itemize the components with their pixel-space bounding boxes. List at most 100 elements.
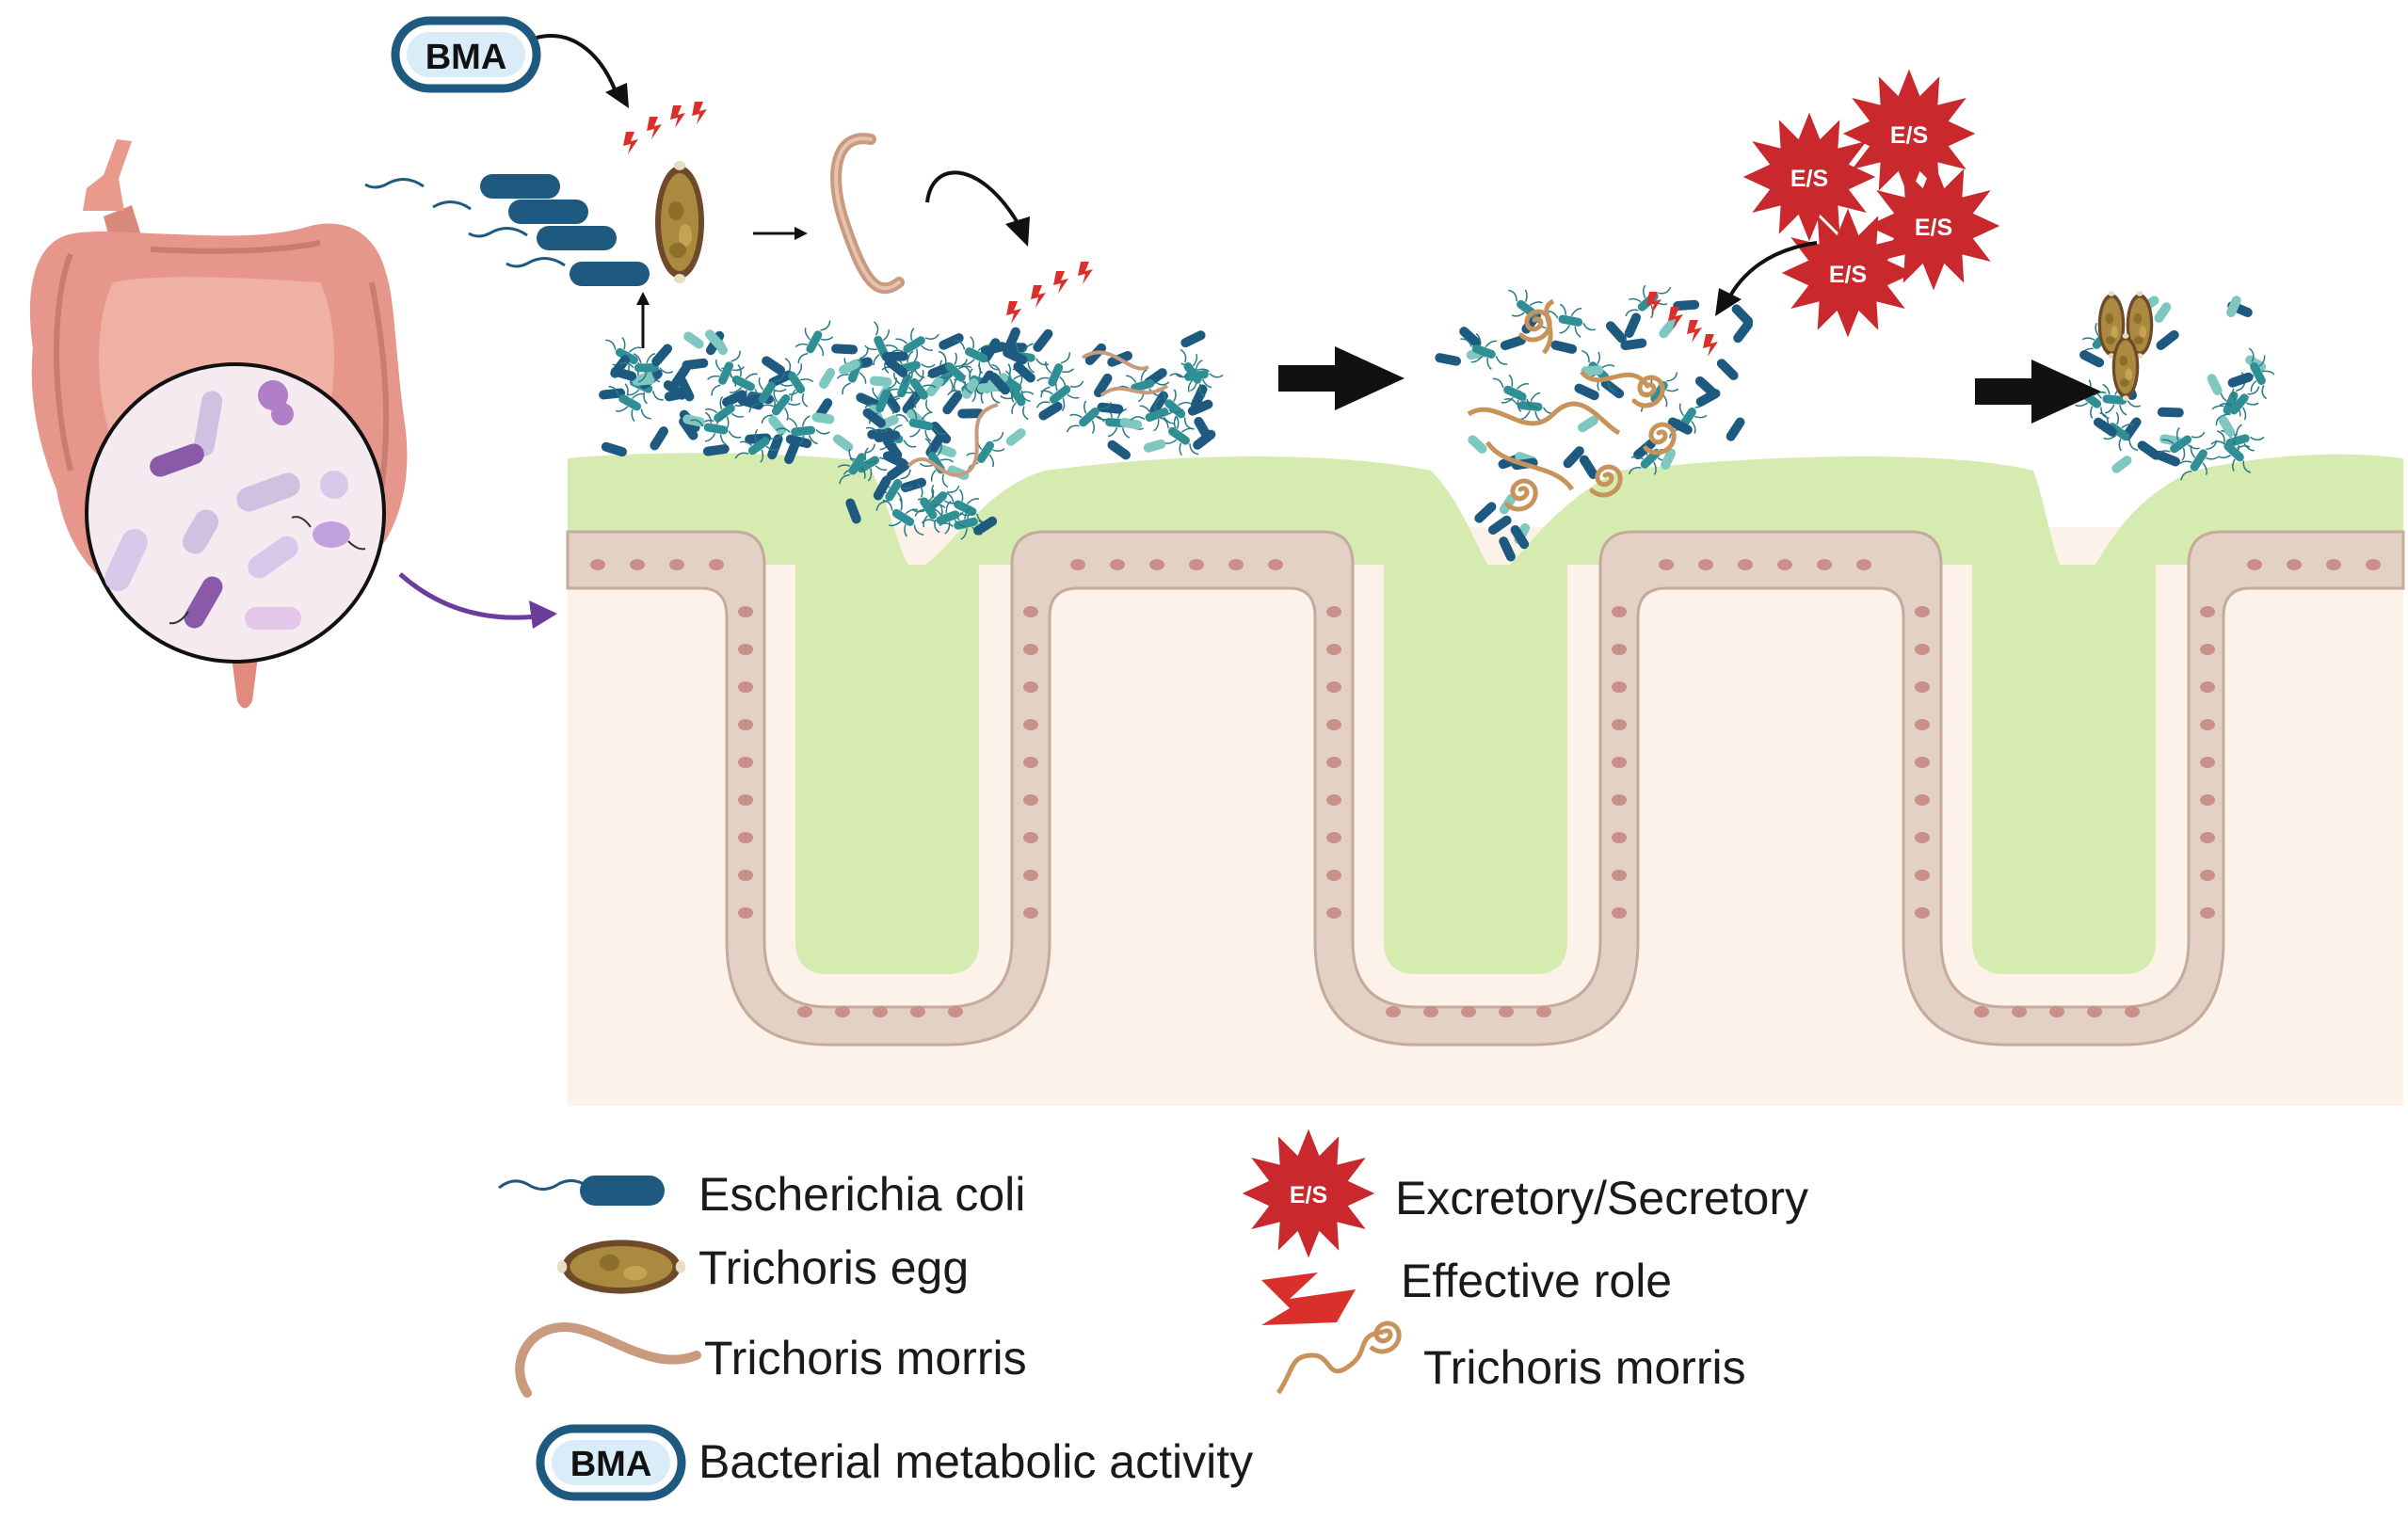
ecoli-stack <box>364 174 650 286</box>
legend-worm-larva-label: Trichoris morris <box>704 1332 1027 1384</box>
legend-item-bma: BMA Bacterial metabolic activity <box>536 1424 1253 1501</box>
cell-nucleus <box>2366 559 2381 570</box>
effect-bolts-top-1 <box>623 102 707 154</box>
cell-nucleus <box>1915 719 1930 730</box>
cell-nucleus <box>1110 559 1125 570</box>
legend-item-egg: Trichoris egg <box>556 1240 969 1294</box>
cell-nucleus <box>738 757 753 768</box>
legend-egg-label: Trichoris egg <box>698 1241 969 1294</box>
adult-worms-middle <box>1467 298 1674 509</box>
cell-nucleus <box>1326 870 1341 881</box>
cell-nucleus <box>1268 559 1283 570</box>
cell-nucleus <box>2326 559 2341 570</box>
cell-nucleus <box>1023 681 1038 693</box>
legend-item-effective: Effective role <box>1261 1255 1672 1325</box>
cell-nucleus <box>1659 559 1674 570</box>
trichuris-egg-top <box>655 161 704 283</box>
cell-nucleus <box>630 559 645 570</box>
cell-nucleus <box>1326 832 1341 843</box>
cell-nucleus <box>1612 757 1627 768</box>
cell-nucleus <box>1326 606 1341 617</box>
cell-nucleus <box>2125 1006 2140 1017</box>
cell-nucleus <box>1023 644 1038 655</box>
cell-nucleus <box>2087 1006 2102 1017</box>
commensal-bacterium <box>811 411 835 425</box>
cell-nucleus <box>1698 559 1713 570</box>
legend-item-worm-larva: Trichoris morris <box>515 1321 1027 1398</box>
cell-nucleus <box>2200 832 2215 843</box>
bma-badge: BMA <box>391 16 541 93</box>
cell-nucleus <box>1817 559 1832 570</box>
cell-nucleus <box>1023 606 1038 617</box>
cell-nucleus <box>1149 559 1164 570</box>
legend-bma-label: Bacterial metabolic activity <box>698 1435 1253 1488</box>
commensal-bacterium <box>869 376 893 388</box>
cell-nucleus <box>1386 1006 1401 1017</box>
bma-badge-text: BMA <box>425 38 507 77</box>
commensal-bacterium <box>1003 426 1028 448</box>
ecoli-cell <box>1031 327 1055 354</box>
ecoli-cell <box>1714 357 1741 383</box>
flagellated-bacterium <box>2232 343 2284 405</box>
commensal-bacterium <box>817 366 838 391</box>
cell-nucleus <box>738 832 753 843</box>
cell-nucleus <box>1326 907 1341 919</box>
ecoli-cell <box>937 331 966 352</box>
larva-arrow <box>925 170 1019 223</box>
cell-nucleus <box>1856 559 1871 570</box>
cell-nucleus <box>1326 644 1341 655</box>
cell-nucleus <box>1612 832 1627 843</box>
legend-effective-label: Effective role <box>1401 1255 1672 1307</box>
commensal-bacterium <box>2217 414 2238 439</box>
cell-nucleus <box>2200 794 2215 806</box>
es-arrow <box>1726 241 1818 302</box>
flagellated-bacterium <box>989 364 1044 426</box>
cell-nucleus <box>1915 606 1930 617</box>
flagellated-bacterium <box>1164 343 1221 404</box>
larva-worm <box>830 133 905 295</box>
cell-nucleus <box>2200 681 2215 693</box>
cell-nucleus <box>1612 870 1627 881</box>
es-star-label-2: E/S <box>1890 122 1928 149</box>
cell-nucleus <box>948 1006 963 1017</box>
commensal-bacterium <box>766 413 789 438</box>
cell-nucleus <box>2287 559 2302 570</box>
cell-nucleus <box>1612 644 1627 655</box>
eggs-right-cluster <box>2097 291 2154 401</box>
cell-nucleus <box>2200 719 2215 730</box>
commensal-bacterium <box>830 432 856 454</box>
cell-nucleus <box>738 907 753 919</box>
bma-arrow <box>536 34 618 95</box>
cell-nucleus <box>1915 644 1930 655</box>
es-star-label-1: E/S <box>1790 166 1828 192</box>
cell-nucleus <box>2247 559 2262 570</box>
legend-es-badge: E/S <box>1290 1182 1327 1208</box>
cell-nucleus <box>2200 757 2215 768</box>
cell-nucleus <box>1023 907 1038 919</box>
cell-nucleus <box>1326 719 1341 730</box>
ecoli-cell <box>899 476 928 494</box>
ecoli-cell <box>2078 348 2106 370</box>
cell-nucleus <box>1915 870 1930 881</box>
cell-nucleus <box>709 559 724 570</box>
cell-nucleus <box>835 1006 850 1017</box>
cell-nucleus <box>1023 832 1038 843</box>
commensal-bacterium <box>1142 438 1167 454</box>
intestinal-tissue <box>566 453 2405 1106</box>
cell-nucleus <box>738 606 753 617</box>
cell-nucleus <box>1777 559 1792 570</box>
cell-nucleus <box>1023 719 1038 730</box>
cell-nucleus <box>669 559 684 570</box>
cell-nucleus <box>738 794 753 806</box>
flagellated-bacterium <box>2088 404 2150 459</box>
commensal-bacterium <box>2205 372 2224 397</box>
cell-nucleus <box>1023 870 1038 881</box>
cell-nucleus <box>1070 559 1085 570</box>
legend-worm-adult-label: Trichoris morris <box>1423 1341 1746 1394</box>
cell-nucleus <box>1915 681 1930 693</box>
ecoli-cell <box>1472 500 1499 525</box>
ecoli-cell <box>2157 407 2184 418</box>
cell-nucleus <box>2200 907 2215 919</box>
cell-nucleus <box>797 1006 812 1017</box>
legend-bma-badge: BMA <box>570 1445 652 1484</box>
